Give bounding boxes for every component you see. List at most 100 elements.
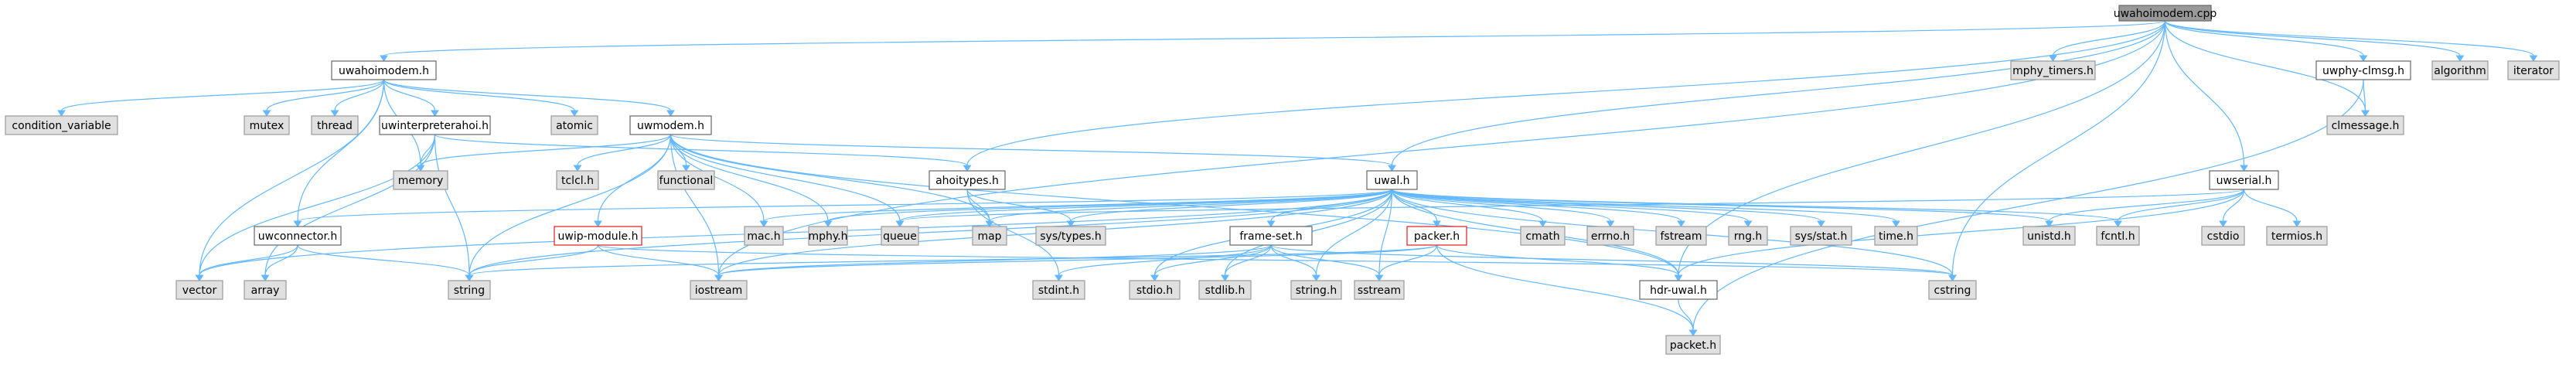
edge-uwahoimodem_h-to-uwconnector — [293, 79, 385, 227]
arrowhead — [2045, 220, 2053, 227]
node-stdlib-h: stdlib.h — [1198, 280, 1252, 300]
edge-frame_set-to-cstring — [1270, 244, 1957, 281]
node-label: string.h — [1296, 285, 1337, 297]
edge-hdr_uwal-to-packet — [1678, 298, 1698, 336]
arrowhead — [57, 110, 66, 117]
edge-uwal-to-mphy — [823, 189, 1393, 227]
edge-line — [670, 134, 901, 222]
node-label: cstdio — [2207, 230, 2240, 243]
edge-uwinterpreterahoi-to-vector — [195, 134, 436, 281]
node-packer-h[interactable]: packer.h — [1406, 226, 1467, 246]
edge-line — [670, 134, 990, 222]
arrowhead — [759, 220, 768, 227]
node-mutex: mutex — [244, 115, 290, 135]
edge-uwal-to-string_h — [1312, 189, 1393, 281]
edge-line — [1378, 244, 1438, 276]
edge-root-to-uwphy_clmsg — [2164, 20, 2368, 62]
node-box — [744, 226, 784, 246]
node-label: frame-set.h — [1239, 230, 1302, 243]
node-uwmodem-h[interactable]: uwmodem.h — [629, 115, 712, 135]
node-box — [1728, 226, 1768, 246]
arrowhead — [594, 220, 602, 227]
node-uwserial-h[interactable]: uwserial.h — [2209, 170, 2279, 190]
node-box — [2201, 226, 2245, 246]
node-uwinterpreterahoi-h[interactable]: uwinterpreterahoi.h — [379, 115, 491, 135]
node-label: sys/types.h — [1040, 230, 1101, 243]
arrowhead — [666, 110, 675, 117]
node-functional: functional — [657, 170, 715, 190]
edge-uwahoimodem_h-to-condition_variable — [57, 79, 385, 117]
node-label: fcntl.h — [2101, 230, 2135, 243]
arrowhead — [2455, 55, 2465, 62]
node-string: string — [448, 280, 491, 300]
edge-uwinterpreterahoi-to-ahoitypes — [434, 134, 972, 172]
edge-packer-to-iostream — [714, 244, 1438, 281]
node-ahoitypes-h[interactable]: ahoitypes.h — [929, 170, 1006, 190]
edge-line — [1391, 189, 2119, 222]
edge-line — [469, 134, 672, 276]
edge-line — [827, 189, 1393, 222]
node-box — [1198, 280, 1252, 300]
node-uwphy-clmsg-h[interactable]: uwphy-clmsg.h — [2315, 60, 2411, 80]
edge-line — [966, 20, 2166, 166]
arrowhead — [1433, 220, 1441, 227]
edge-uwip_module-to-string — [465, 244, 599, 281]
edge-uwmodem-to-uwal — [670, 134, 1396, 172]
node-frame-set-h[interactable]: frame-set.h — [1229, 226, 1313, 246]
node-label: map — [977, 230, 1001, 243]
edge-uwserial-to-fcntl — [2114, 189, 2245, 227]
edge-line — [2243, 189, 2298, 222]
node-label: uwal.h — [1374, 175, 1409, 187]
edge-line — [717, 244, 1272, 276]
node-uwal-h[interactable]: uwal.h — [1366, 170, 1418, 190]
node-box — [448, 280, 491, 300]
arrowhead — [1066, 220, 1075, 227]
arrowhead — [1266, 220, 1276, 227]
edge-line — [1153, 244, 1272, 276]
node-uwip-module-h[interactable]: uwip-module.h — [554, 226, 642, 246]
node-box — [1354, 280, 1405, 300]
node-box — [972, 226, 1007, 246]
node-box — [1655, 226, 1707, 246]
edge-line — [420, 134, 436, 166]
node-label: mphy_timers.h — [2012, 65, 2094, 77]
arrowhead — [963, 165, 972, 172]
edge-root-to-uwserial — [2164, 20, 2248, 172]
edge-line — [297, 189, 1393, 222]
node-atomic: atomic — [550, 115, 598, 135]
node-uwconnector-h[interactable]: uwconnector.h — [254, 226, 342, 246]
edge-line — [469, 244, 1438, 276]
node-label: stdlib.h — [1205, 285, 1245, 297]
node-rng-h: rng.h — [1728, 226, 1768, 246]
node-box — [1229, 226, 1313, 246]
edge-line — [1951, 20, 2166, 276]
node-uwahoimodem-cpp[interactable]: uwahoimodem.cpp — [2114, 5, 2217, 22]
edge-uwahoimodem_h-to-uwmodem — [383, 79, 675, 117]
node-box — [556, 170, 599, 190]
edge-line — [297, 79, 385, 222]
edge-root-to-algorithm — [2164, 20, 2465, 62]
edge-line — [297, 244, 470, 276]
arrowhead — [1892, 220, 1900, 227]
edge-line — [264, 134, 436, 276]
node-mphy-h: mphy.h — [808, 226, 848, 246]
edge-line — [899, 189, 2245, 222]
node-box — [1032, 280, 1085, 300]
edge-uwmodem-to-tclcl — [573, 134, 672, 172]
node-uwahoimodem-h[interactable]: uwahoimodem.h — [331, 60, 437, 80]
edge-line — [670, 134, 829, 222]
edge-line — [2222, 189, 2245, 222]
edge-uwserial-to-termios — [2243, 189, 2302, 227]
node-box — [244, 280, 287, 300]
arrowhead — [714, 274, 723, 281]
node-stdio-h: stdio.h — [1129, 280, 1181, 300]
node-label: sys/stat.h — [1795, 230, 1848, 243]
edge-uwahoimodem_h-to-uwinterpreterahoi — [383, 79, 439, 117]
node-hdr-uwal-h[interactable]: hdr-uwal.h — [1639, 280, 1718, 300]
node-box — [1665, 335, 1721, 355]
edge-line — [199, 134, 436, 276]
node-time-h: time.h — [1874, 226, 1918, 246]
edge-line — [199, 244, 298, 276]
node-label: condition_variable — [12, 120, 111, 132]
arrowhead — [682, 165, 690, 172]
